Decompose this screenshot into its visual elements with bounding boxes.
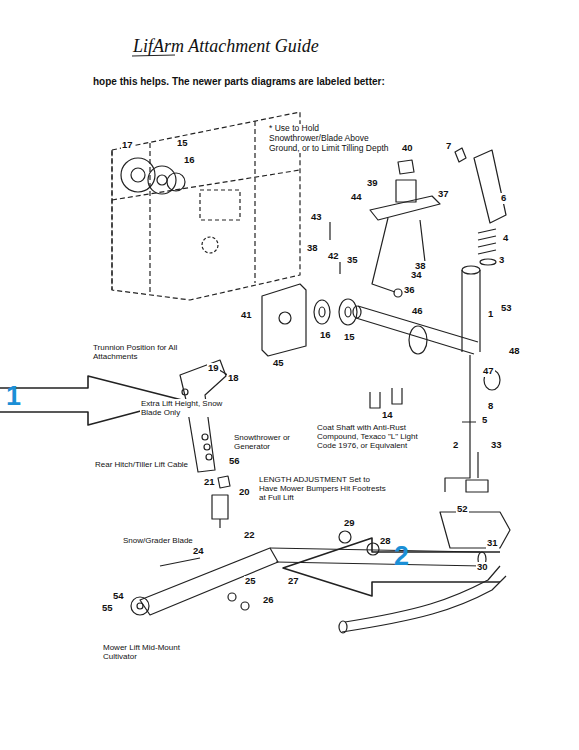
callout-number: 42	[327, 251, 340, 262]
callout-number: 3	[498, 255, 505, 266]
blue-callout: 1	[5, 383, 22, 410]
callout-number: 30	[476, 562, 489, 573]
callout-number: 45	[272, 358, 285, 369]
note-text: Snow/Grader Blade	[122, 536, 194, 545]
callout-number: 16	[183, 155, 196, 166]
callout-number: 38	[306, 243, 319, 254]
callout-number: 43	[310, 212, 323, 223]
note-text: Trunnion Position for All Attachments	[92, 343, 184, 361]
callout-number: 27	[287, 576, 300, 587]
callout-number: 46	[411, 306, 424, 317]
callout-number: 44	[350, 192, 363, 203]
callout-number: 26	[262, 595, 275, 606]
callout-number: 15	[176, 138, 189, 149]
callout-number: 20	[238, 487, 251, 498]
subtitle: hope this helps. The newer parts diagram…	[92, 76, 386, 88]
callout-number: 56	[228, 456, 241, 467]
callout-number: 18	[227, 373, 240, 384]
callout-number: 31	[486, 538, 499, 549]
callout-number: 54	[112, 591, 125, 602]
callout-number: 22	[243, 530, 256, 541]
note-text: * Use to Hold Snowthrower/Blade Above Gr…	[268, 124, 396, 153]
callout-number: 16	[319, 330, 332, 341]
callout-number: 28	[379, 536, 392, 547]
callout-number: 35	[346, 255, 359, 266]
callout-number: 52	[456, 504, 469, 515]
callout-number: 34	[410, 270, 423, 281]
callout-number: 36	[403, 285, 416, 296]
callout-number: 5	[481, 415, 488, 426]
note-text: Snowthrower or Generator	[233, 433, 301, 451]
callout-number: 1	[487, 309, 494, 320]
callout-number: 7	[445, 141, 452, 152]
callout-number: 39	[366, 178, 379, 189]
callout-number: 4	[502, 233, 509, 244]
callout-number: 15	[343, 332, 356, 343]
page-title: LifArm Attachment Guide	[132, 36, 320, 57]
note-text: Extra Lift Height, Snow Blade Only	[140, 399, 224, 417]
callout-number: 24	[192, 546, 205, 557]
callout-number: 21	[203, 477, 216, 488]
callout-number: 40	[401, 143, 414, 154]
callout-number: 37	[437, 189, 450, 200]
callout-number: 8	[487, 401, 494, 412]
note-text: Coat Shaft with Anti-Rust Compound, Texa…	[316, 423, 426, 451]
callout-number: 14	[381, 410, 394, 421]
callout-number: 48	[508, 346, 521, 357]
note-text: LENGTH ADJUSTMENT Set to Have Mower Bump…	[258, 475, 390, 503]
callout-number: 6	[500, 193, 507, 204]
callout-number: 2	[452, 440, 459, 451]
callout-number: 53	[500, 303, 513, 314]
callout-number: 19	[207, 363, 220, 374]
callout-number: 25	[244, 576, 257, 587]
blue-callout: 2	[393, 543, 410, 570]
callout-number: 33	[490, 440, 503, 451]
callout-number: 29	[343, 518, 356, 529]
callout-number: 47	[482, 366, 495, 377]
callout-number: 41	[240, 310, 253, 321]
note-text: Mower Lift Mid-Mount Cultivator	[102, 643, 186, 661]
note-text: Rear Hitch/Tiller Lift Cable	[94, 460, 192, 469]
callout-number: 55	[101, 603, 114, 614]
callout-number: 17	[121, 140, 134, 151]
